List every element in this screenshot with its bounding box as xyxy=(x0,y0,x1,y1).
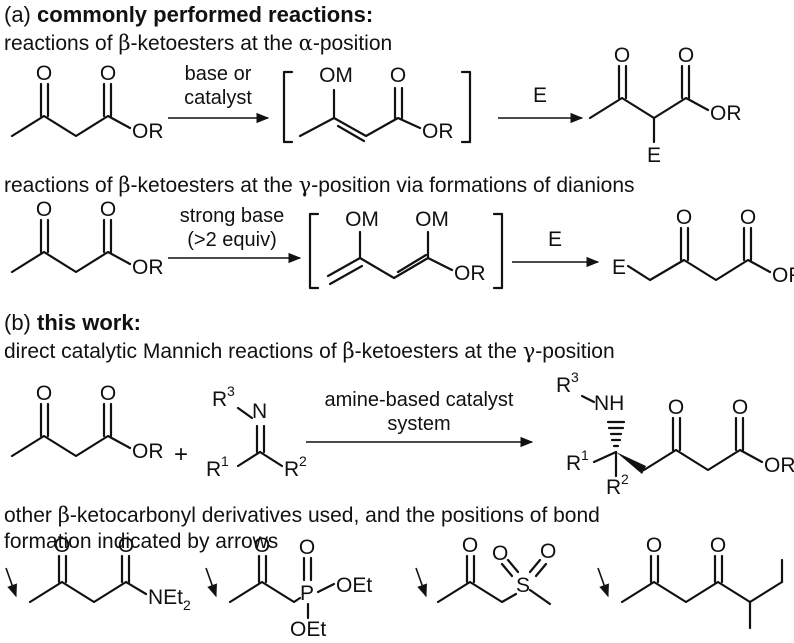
svg-text:OEt: OEt xyxy=(290,618,326,641)
section-b-title: (b) this work: xyxy=(4,310,141,335)
svg-text:OR: OR xyxy=(132,256,164,279)
svg-text:2: 2 xyxy=(299,453,307,469)
derivative-amide: O O NEt2 xyxy=(5,534,191,613)
gamma-condition-line-2: (>2 equiv) xyxy=(187,229,277,251)
svg-text:O: O xyxy=(678,44,694,67)
svg-text:OM: OM xyxy=(319,64,353,87)
gamma-arrow-2: E xyxy=(512,228,600,268)
svg-text:E: E xyxy=(612,256,626,279)
svg-text:O: O xyxy=(462,534,478,557)
ketoester-reactant-3: O O OR xyxy=(10,382,164,463)
mannich-condition-line-2: system xyxy=(387,413,450,435)
svg-text:O: O xyxy=(390,64,406,87)
ketoester-reactant-2: O O OR xyxy=(10,198,164,279)
svg-text:OR: OR xyxy=(422,120,454,143)
svg-text:R: R xyxy=(284,458,299,481)
ketoester-reactant-1: O O OR xyxy=(10,62,164,143)
svg-text:NEt2: NEt2 xyxy=(148,586,191,613)
gamma-caption: reactions of β-ketoesters at the γ-posit… xyxy=(4,173,635,197)
svg-text:OR: OR xyxy=(764,454,794,477)
section-a-title: (a) commonly performed reactions: xyxy=(4,2,373,27)
svg-text:OR: OR xyxy=(454,262,486,285)
svg-text:E: E xyxy=(533,84,547,107)
mannich-arrow: amine-based catalyst system xyxy=(306,389,534,448)
svg-text:NH: NH xyxy=(594,392,624,415)
svg-text:O: O xyxy=(668,396,684,419)
svg-text:O: O xyxy=(100,198,116,221)
svg-text:1: 1 xyxy=(221,453,229,469)
plus-sign: + xyxy=(174,441,188,468)
svg-text:O: O xyxy=(100,62,116,85)
mannich-product: R 3 NH O O OR R 1 R 2 xyxy=(556,369,794,499)
bond-formation-arrow-1 xyxy=(5,567,17,598)
derivative-phosphonate: O P O OEt OEt xyxy=(205,534,372,641)
gamma-condition-line-1: strong base xyxy=(180,205,285,227)
imine-reactant: R 3 N R 1 R 2 xyxy=(206,383,307,481)
svg-text:O: O xyxy=(254,534,270,557)
other-caption-line-2: formation indicated by arrows xyxy=(4,530,278,553)
svg-text:E: E xyxy=(647,144,661,167)
bond-formation-arrow-3 xyxy=(415,567,427,598)
dianion-intermediate: OM OM OR xyxy=(308,208,504,290)
svg-text:OR: OR xyxy=(772,264,794,287)
svg-text:3: 3 xyxy=(227,383,235,399)
svg-text:O: O xyxy=(299,536,315,559)
alpha-arrow-1: base or catalyst xyxy=(168,63,270,124)
svg-text:O: O xyxy=(54,534,70,557)
svg-text:R: R xyxy=(206,458,221,481)
bond-formation-arrow-2 xyxy=(205,567,217,598)
svg-text:OR: OR xyxy=(132,440,164,463)
svg-text:R: R xyxy=(212,388,227,411)
svg-text:O: O xyxy=(740,206,756,229)
svg-text:OEt: OEt xyxy=(336,574,372,597)
gamma-arrow-1: strong base (>2 equiv) xyxy=(168,205,302,264)
svg-text:OR: OR xyxy=(710,102,742,125)
alpha-condition-line-1: base or xyxy=(185,63,252,85)
svg-text:P: P xyxy=(300,582,314,605)
svg-text:O: O xyxy=(540,540,556,563)
mannich-condition-line-1: amine-based catalyst xyxy=(325,389,514,411)
hashed-bond xyxy=(606,420,626,448)
svg-text:OM: OM xyxy=(415,208,449,231)
alpha-condition-line-2: catalyst xyxy=(184,87,252,109)
svg-text:O: O xyxy=(732,396,748,419)
svg-text:O: O xyxy=(676,206,692,229)
svg-text:O: O xyxy=(118,534,134,557)
derivative-diketone: O O xyxy=(597,534,784,630)
svg-text:O: O xyxy=(36,62,52,85)
svg-text:S: S xyxy=(516,574,530,597)
svg-text:1: 1 xyxy=(581,447,589,463)
svg-text:O: O xyxy=(646,534,662,557)
svg-text:O: O xyxy=(492,542,508,565)
svg-text:OM: OM xyxy=(345,208,379,231)
alpha-arrow-2: E xyxy=(498,84,584,124)
enolate-intermediate: OM O OR xyxy=(282,64,472,144)
svg-text:R: R xyxy=(566,452,581,475)
svg-text:R: R xyxy=(606,476,621,499)
alpha-product: O O OR E xyxy=(588,44,742,167)
svg-text:E: E xyxy=(548,228,562,251)
other-caption-line-1: other β-ketocarbonyl derivatives used, a… xyxy=(4,503,600,527)
derivative-sulfone: O S O O xyxy=(415,534,556,606)
alpha-caption: reactions of β-ketoesters at the α-posit… xyxy=(4,31,392,55)
svg-text:2: 2 xyxy=(621,471,629,487)
svg-text:O: O xyxy=(614,44,630,67)
svg-text:3: 3 xyxy=(571,369,579,385)
svg-text:O: O xyxy=(36,382,52,405)
svg-text:OR: OR xyxy=(132,120,164,143)
svg-text:O: O xyxy=(710,534,726,557)
svg-text:O: O xyxy=(36,198,52,221)
svg-text:R: R xyxy=(556,374,571,397)
svg-text:O: O xyxy=(100,382,116,405)
mannich-caption: direct catalytic Mannich reactions of β-… xyxy=(4,339,615,363)
bond-formation-arrow-4 xyxy=(597,567,609,598)
svg-text:N: N xyxy=(252,400,267,423)
gamma-product: E O O OR xyxy=(612,206,794,287)
